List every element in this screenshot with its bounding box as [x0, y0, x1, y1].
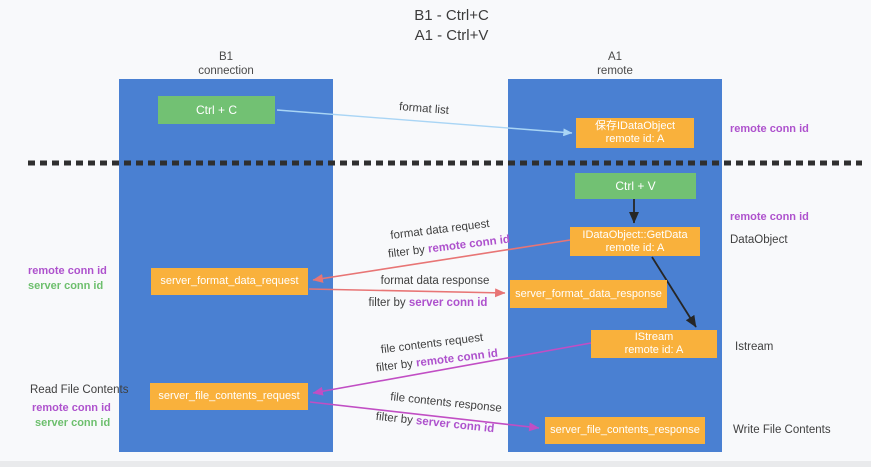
- left-lifeline-name: B1: [218, 51, 234, 63]
- server-file-contents-request-label: server_file_contents_request: [158, 390, 300, 402]
- write-file-contents-annotation: Write File Contents: [733, 424, 831, 436]
- server-file-contents-response-label: server_file_contents_response: [550, 424, 700, 436]
- server-format-data-request-box: server_format_data_request: [151, 268, 308, 295]
- save-idataobject-line1: 保存IDataObject: [594, 120, 676, 132]
- server-format-data-response-label: server_format_data_response: [515, 287, 662, 300]
- window-bottom-edge: [0, 461, 871, 467]
- istream-line1: IStream: [634, 331, 674, 343]
- title-line-2: A1 - Ctrl+V: [414, 27, 489, 44]
- server-conn-id-annotation-bottom-left: server conn id: [35, 417, 111, 429]
- format-data-response-arrow: [308, 288, 506, 298]
- ctrl-c-label: Ctrl + C: [195, 102, 237, 117]
- idataobject-getdata-box: IDataObject::GetData remote id: A: [570, 227, 700, 256]
- server-conn-id-annotation-left: server conn id: [28, 280, 104, 292]
- right-lifeline-name: A1: [607, 51, 623, 63]
- dataobject-annotation: DataObject: [730, 234, 788, 246]
- istream-annotation: Istream: [735, 341, 774, 353]
- save-idataobject-line2: remote id: A: [605, 133, 665, 145]
- read-file-contents-annotation: Read File Contents: [30, 384, 129, 396]
- remote-conn-id-annotation-mid-right: remote conn id: [730, 211, 809, 223]
- file-contents-request-arrow: [312, 342, 592, 396]
- format-data-request-arrow: [312, 239, 571, 283]
- save-idataobject-box: 保存IDataObject remote id: A: [576, 118, 694, 148]
- ctrl-c-box: Ctrl + C: [158, 96, 275, 124]
- server-format-data-request-label: server_format_data_request: [160, 275, 299, 287]
- server-file-contents-response-box: server_file_contents_response: [545, 417, 705, 444]
- format-list-arrow: [276, 109, 573, 137]
- getdata-line1: IDataObject::GetData: [582, 228, 688, 241]
- file-contents-response-arrow: [309, 401, 540, 432]
- getdata-to-istream-arrow: [651, 256, 697, 328]
- left-lifeline-role: connection: [198, 65, 254, 77]
- server-format-data-response-box: server_format_data_response: [510, 280, 667, 308]
- format-data-response-filter-label: filter by server conn id: [369, 297, 488, 309]
- server-file-contents-request-box: server_file_contents_request: [150, 383, 308, 410]
- istream-box: IStream remote id: A: [591, 330, 717, 358]
- istream-line2: remote id: A: [624, 344, 684, 356]
- getdata-line2: remote id: A: [605, 241, 665, 254]
- remote-conn-id-annotation-bottom-left: remote conn id: [32, 402, 111, 414]
- format-data-response-label: format data response: [380, 275, 490, 287]
- right-lifeline-role: remote: [597, 65, 633, 77]
- right-lifeline-header: A1 remote: [508, 50, 722, 78]
- diagram-title: B1 - Ctrl+C A1 - Ctrl+V: [16, 6, 871, 46]
- remote-conn-id-annotation-left: remote conn id: [28, 265, 107, 277]
- ctrl-v-label: Ctrl + V: [615, 178, 656, 193]
- remote-conn-id-annotation-top-right: remote conn id: [730, 123, 809, 135]
- ctrl-v-box: Ctrl + V: [575, 173, 696, 199]
- left-lifeline-header: B1 connection: [119, 50, 333, 78]
- filter-by-text: filter by: [368, 297, 406, 309]
- server-conn-id-text: server conn id: [408, 297, 488, 309]
- title-line-1: B1 - Ctrl+C: [414, 7, 489, 24]
